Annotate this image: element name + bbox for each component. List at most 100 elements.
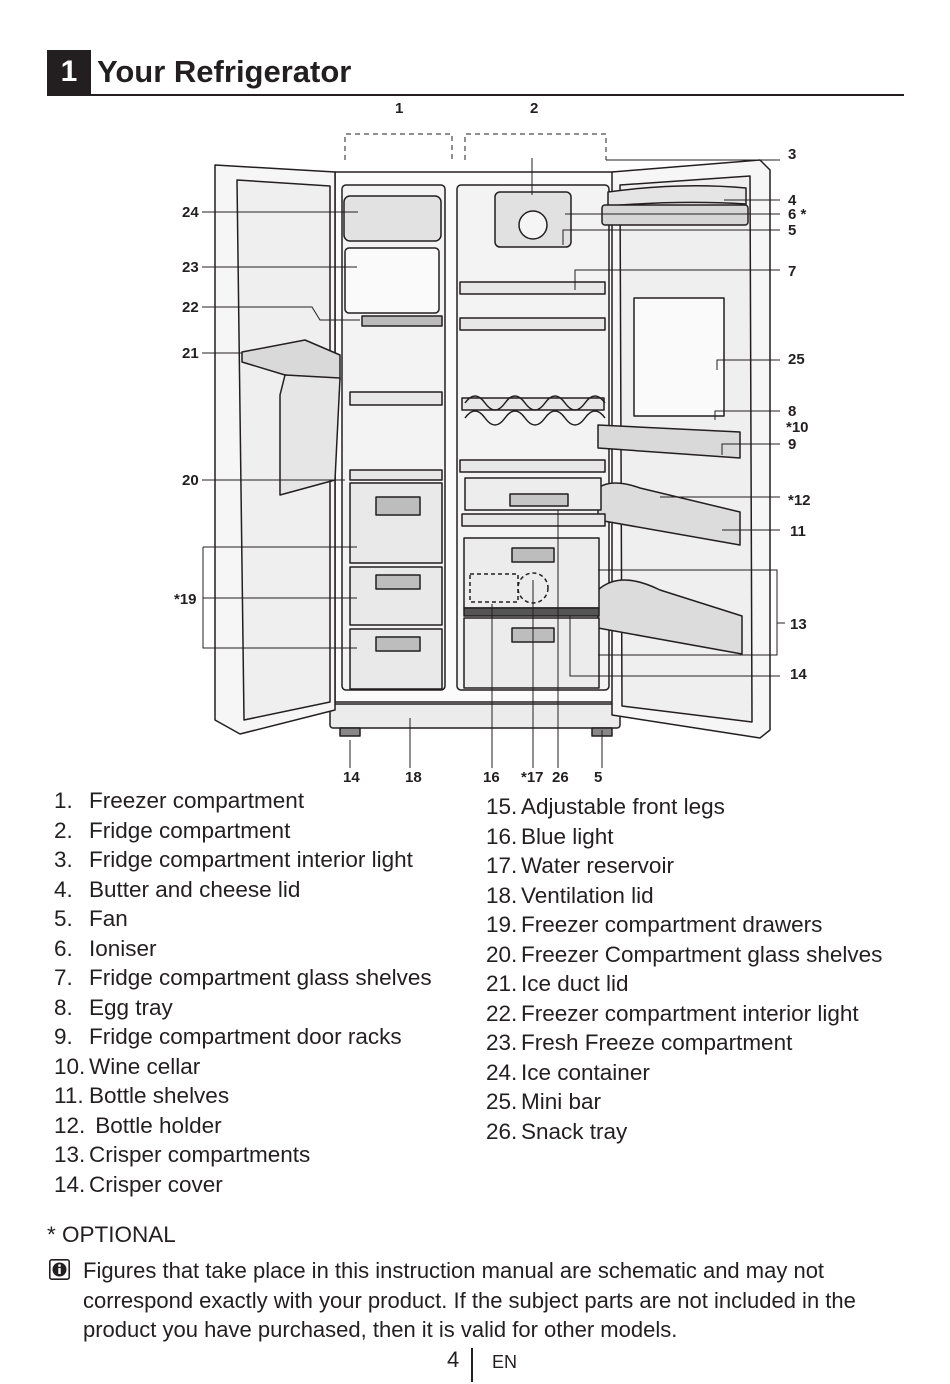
callout-18: 18 [405, 769, 422, 786]
callout-26: 26 [552, 769, 569, 786]
part-label: Ioniser [89, 935, 157, 961]
section-number: 1 [47, 50, 91, 94]
callout-22: 22 [182, 299, 199, 316]
info-note: Figures that take place in this instruct… [83, 1258, 856, 1342]
list-item: 20.Freezer Compartment glass shelves [486, 940, 882, 970]
part-label: Bottle holder [89, 1112, 222, 1138]
optional-note: * OPTIONAL [47, 1222, 176, 1247]
list-item: 16.Blue light [486, 822, 882, 852]
part-label: Crisper compartments [89, 1142, 311, 1167]
part-label: Bottle shelves [89, 1083, 230, 1108]
part-label: Snack tray [521, 1118, 628, 1144]
callout-2: 2 [530, 100, 538, 117]
part-label: Ventilation lid [521, 882, 654, 908]
list-item: 2.Fridge compartment [54, 816, 432, 846]
callout-4: 4 [788, 192, 797, 209]
list-item: 10.Wine cellar [54, 1052, 432, 1082]
part-number: 14. [54, 1171, 86, 1197]
part-number: 25. [486, 1089, 518, 1114]
callout-14-bottom: 14 [343, 769, 360, 786]
part-number: 3. [54, 847, 73, 872]
list-item: 1. Freezer compartment [54, 786, 432, 816]
part-label: Ice container [521, 1059, 650, 1085]
part-number: 13. [54, 1142, 86, 1167]
list-item: 19.Freezer compartment drawers [486, 910, 882, 940]
part-number: 21. [486, 971, 518, 996]
part-number: 22. [486, 1000, 518, 1026]
callout-12: *12 [788, 492, 811, 509]
list-item: 17.Water reservoir [486, 851, 882, 881]
part-label: Butter and cheese lid [89, 876, 301, 902]
part-label: Freezer compartment [89, 788, 305, 813]
part-number: 15. [486, 794, 518, 819]
page-number: 4 [447, 1347, 460, 1372]
list-item: 23.Fresh Freeze compartment [486, 1028, 882, 1058]
part-label: Fridge compartment door racks [89, 1024, 402, 1049]
callout-24: 24 [182, 204, 199, 221]
part-number: 16. [486, 823, 518, 849]
callout-13: 13 [790, 616, 807, 633]
part-number: 11. [54, 1083, 84, 1108]
callout-7: 7 [788, 263, 796, 280]
part-number: 1. [54, 788, 73, 813]
list-item: 13.Crisper compartments [54, 1140, 432, 1170]
section-title: Your Refrigerator [97, 54, 352, 89]
callout-1: 1 [395, 100, 403, 117]
part-number: 5. [54, 906, 73, 931]
callout-23: 23 [182, 259, 199, 276]
part-label: Wine cellar [89, 1053, 201, 1079]
part-label: Egg tray [89, 994, 173, 1020]
part-label: Mini bar [521, 1089, 602, 1114]
callout-16: 16 [483, 769, 500, 786]
callout-8: 8 [788, 403, 796, 420]
callout-5-top: 5 [788, 222, 796, 239]
list-item: 18.Ventilation lid [486, 881, 882, 911]
callout-6: 6 * [788, 206, 807, 223]
part-number: 2. [54, 817, 73, 843]
callout-9: 9 [788, 436, 796, 453]
part-number: 19. [486, 912, 518, 937]
part-number: 7. [54, 965, 73, 990]
part-label: Freezer compartment drawers [521, 912, 823, 937]
list-item: 6.Ioniser [54, 934, 432, 964]
part-number: 10. [54, 1053, 86, 1079]
parts-list-left: 1.Freezer compartment 2.Fridge compartme… [54, 786, 432, 1199]
list-item: 21.Ice duct lid [486, 969, 882, 999]
info-icon [49, 1259, 70, 1280]
part-number: 23. [486, 1030, 518, 1055]
part-label: Freezer compartment interior light [521, 1000, 859, 1026]
part-number: 17. [486, 853, 518, 878]
part-label: Fan [89, 906, 128, 931]
part-number: 18. [486, 882, 518, 908]
parts-list-right: 15.Adjustable front legs 16.Blue light 1… [486, 792, 882, 1146]
part-number: 9. [54, 1024, 73, 1049]
list-item: 15.Adjustable front legs [486, 792, 882, 822]
list-item: 9. Fridge compartment door racks [54, 1022, 432, 1052]
list-item: 7. Fridge compartment glass shelves [54, 963, 432, 993]
part-label: Fridge compartment glass shelves [89, 965, 432, 990]
part-number: 24. [486, 1059, 518, 1085]
list-item: 4. Butter and cheese lid [54, 875, 432, 905]
part-number: 12. [54, 1112, 86, 1138]
part-number: 4. [54, 876, 73, 902]
list-item: 3. Fridge compartment interior light [54, 845, 432, 875]
list-item: 26.Snack tray [486, 1117, 882, 1147]
callout-11: 11 [790, 523, 806, 540]
part-number: 8. [54, 994, 73, 1020]
callout-5-bottom: 5 [594, 769, 602, 786]
list-item: 22.Freezer compartment interior light [486, 999, 882, 1029]
part-label: Adjustable front legs [521, 794, 725, 819]
section-header: 1 Your Refrigerator [47, 50, 904, 96]
part-label: Ice duct lid [521, 971, 629, 996]
part-label: Water reservoir [521, 853, 674, 878]
language-label: EN [492, 1352, 518, 1372]
part-label: Freezer Compartment glass shelves [521, 941, 883, 967]
list-item: 11.Bottle shelves [54, 1081, 432, 1111]
callout-20: 20 [182, 472, 199, 489]
part-label: Fridge compartment interior light [89, 847, 413, 872]
footer-divider [471, 1348, 473, 1382]
list-item: 24.Ice container [486, 1058, 882, 1088]
list-item: 8. Egg tray [54, 993, 432, 1023]
callout-3: 3 [788, 146, 796, 163]
callout-17: *17 [521, 769, 544, 786]
